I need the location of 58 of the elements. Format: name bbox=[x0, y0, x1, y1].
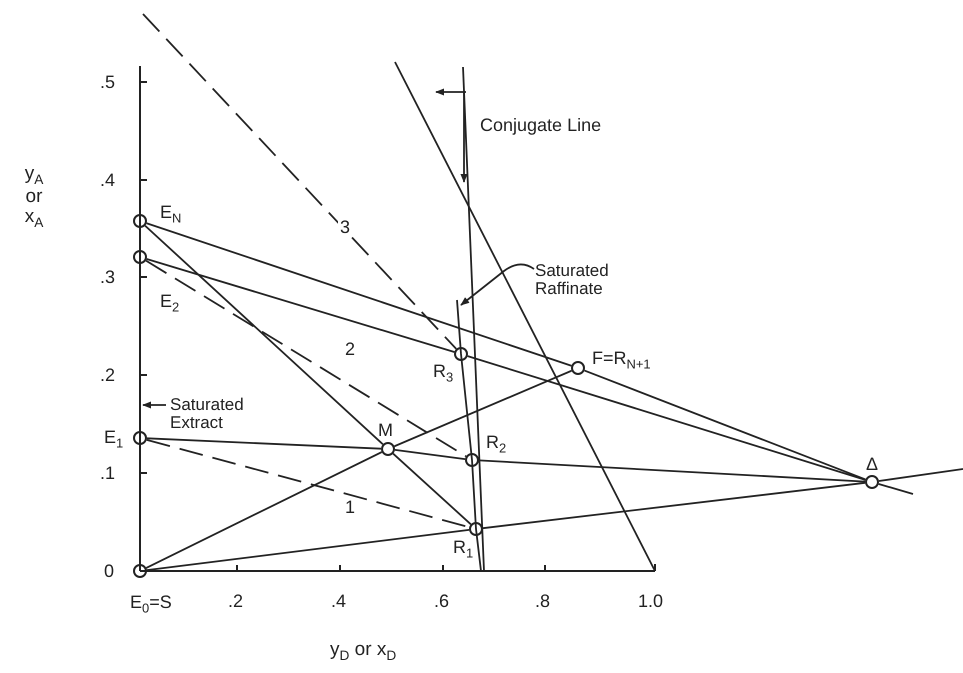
line bbox=[478, 459, 866, 483]
tick-label: .2 bbox=[100, 366, 116, 384]
line bbox=[144, 225, 384, 445]
point-marker bbox=[571, 361, 585, 375]
edge-label: 2 bbox=[343, 340, 358, 358]
leader-line bbox=[142, 401, 166, 409]
tick-label: .4 bbox=[331, 592, 346, 610]
leader-line bbox=[460, 264, 534, 306]
point-label: R$_{1}$ bbox=[453, 538, 474, 560]
line bbox=[482, 482, 866, 530]
tick-label: .1 bbox=[100, 464, 116, 482]
point-label: M bbox=[378, 421, 393, 439]
line bbox=[394, 370, 572, 448]
tick-label: .8 bbox=[535, 592, 550, 610]
tick-label: .2 bbox=[228, 592, 244, 610]
point-marker bbox=[133, 431, 147, 445]
line bbox=[394, 449, 466, 460]
point-marker bbox=[865, 475, 879, 489]
point-label: R$_{2}$ bbox=[486, 433, 506, 456]
line bbox=[878, 468, 963, 482]
tie-line bbox=[146, 260, 466, 458]
point-marker bbox=[465, 453, 479, 467]
point-label: E$_{1}$ bbox=[104, 428, 124, 450]
point-marker bbox=[381, 442, 395, 456]
line bbox=[146, 222, 572, 367]
point-label: E$_{0}$=S bbox=[130, 593, 172, 616]
callout-text: Saturated Extract bbox=[170, 396, 250, 433]
line-label: Conjugate Line bbox=[480, 116, 602, 134]
line bbox=[146, 258, 455, 353]
tick-label: 0 bbox=[104, 562, 114, 580]
line bbox=[146, 451, 382, 569]
tick-label: 1.0 bbox=[638, 592, 664, 610]
line bbox=[146, 528, 470, 572]
point-marker bbox=[133, 250, 147, 264]
tick-label: .4 bbox=[100, 171, 116, 189]
point-label: R$_{3}$ bbox=[433, 362, 454, 384]
line bbox=[878, 483, 914, 495]
axis-title: y$_{A}$ or x$_{A}$ bbox=[24, 164, 44, 230]
tick-label: .6 bbox=[434, 592, 450, 610]
line bbox=[584, 370, 866, 480]
tick-label: .3 bbox=[100, 268, 116, 286]
callout-text: Saturated Raffinate bbox=[535, 262, 635, 299]
point-marker bbox=[133, 564, 147, 578]
point-label: F=R$_{N+1}$ bbox=[592, 349, 651, 372]
point-marker bbox=[469, 522, 483, 536]
line bbox=[146, 437, 382, 450]
line bbox=[467, 355, 866, 481]
point-marker bbox=[454, 347, 468, 361]
point-label: E$_{N}$ bbox=[160, 203, 182, 226]
axis-title: y$_{D}$ or x$_{D}$ bbox=[330, 640, 398, 664]
tick-label: .5 bbox=[100, 73, 116, 91]
point-label: Δ bbox=[866, 455, 878, 473]
point-marker bbox=[133, 214, 147, 228]
line bbox=[142, 13, 457, 350]
edge-label: 3 bbox=[338, 218, 352, 236]
point-label: E$_{2}$ bbox=[160, 292, 180, 314]
line bbox=[392, 453, 472, 525]
edge-label: 1 bbox=[343, 498, 358, 516]
